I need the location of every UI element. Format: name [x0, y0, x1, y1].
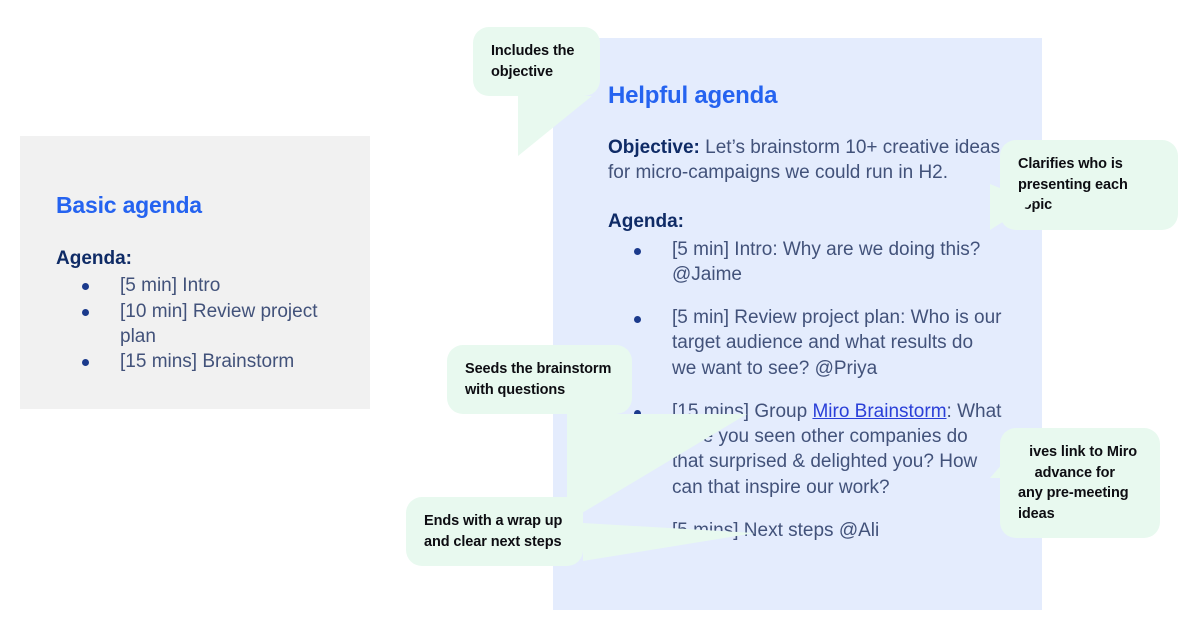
list-item: [5 min] Intro: Why are we doing this? @J…: [608, 237, 1002, 288]
callout-includes-the-objective: Includes the objective: [473, 27, 600, 157]
objective-text: Let’s brainstorm 10+ creative ideas for …: [608, 136, 1000, 183]
list-item: [5 min] Intro: [56, 273, 334, 298]
callout-tail-icon: [518, 96, 592, 157]
callout-text: Gives link to Miro in advance for any pr…: [1018, 444, 1138, 522]
callout-gives-miro-link: Gives link to Miro in advance for any pr…: [990, 428, 1160, 539]
basic-agenda-title: Basic agenda: [56, 192, 202, 218]
callout-clarifies-presenter: Clarifies who is presenting each topic: [990, 140, 1178, 230]
callout-seeds-brainstorm: Seeds the brainstorm with questions: [447, 345, 747, 523]
list-item: [10 min] Review project plan: [56, 299, 334, 350]
callout-tail-icon: [583, 523, 755, 561]
callout-text: Includes the objective: [491, 43, 575, 80]
list-item: [5 min] Review project plan: Who is our …: [608, 305, 1002, 381]
helpful-agenda-title: Helpful agenda: [608, 82, 778, 109]
list-item-text: [5 min] Review project plan: Who is our …: [672, 307, 1002, 379]
callout-text: Seeds the brainstorm with questions: [465, 361, 612, 398]
basic-agenda-panel: Basic agenda Agenda: [5 min] Intro [10 m…: [20, 136, 370, 409]
list-item-text: [5 min] Intro: Why are we doing this? @J…: [672, 238, 981, 285]
objective-label: Objective:: [608, 136, 700, 158]
helpful-agenda-list: [5 min] Intro: Why are we doing this? @J…: [608, 237, 1024, 544]
objective-paragraph: Objective: Let’s brainstorm 10+ creative…: [608, 135, 1008, 185]
callout-text: Ends with a wrap up and clear next steps: [424, 513, 563, 550]
basic-agenda-list: [5 min] Intro [10 min] Review project pl…: [56, 273, 334, 374]
callout-tail-icon: [990, 184, 1034, 230]
callout-ends-with-wrapup: Ends with a wrap up and clear next steps: [406, 497, 755, 567]
list-item: [15 mins] Brainstorm: [56, 349, 334, 374]
callout-text: Clarifies who is presenting each topic: [1018, 156, 1128, 214]
miro-brainstorm-link[interactable]: Miro Brainstorm: [812, 400, 947, 422]
helpful-agenda-label: Agenda:: [608, 210, 684, 232]
basic-agenda-label: Agenda:: [56, 247, 132, 269]
callout-tail-icon: [567, 414, 747, 523]
callout-tail-icon: [990, 432, 1030, 478]
